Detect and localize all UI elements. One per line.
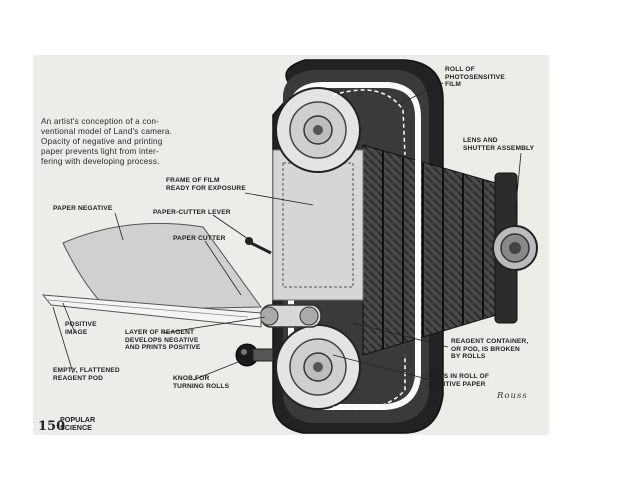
paper-cutter-lever [250,241,272,255]
label-layer-of-reagent: LAYER OF REAGENT DEVELOPS NEGATIVE AND P… [125,329,201,352]
page-number: 150 [38,419,66,434]
label-lens-shutter: LENS AND SHUTTER ASSEMBLY [463,137,535,152]
label-positive-image: POSITIVE IMAGE [65,321,97,336]
magazine-name: POPULAR SCIENCE [60,415,96,432]
positive-print-sheet [41,294,262,328]
camera-cutaway-illustration [41,59,538,434]
artist-signature: Rouss [497,391,528,401]
caption-text: An artist's conception of a con- vention… [41,117,173,166]
label-roll-of-film: ROLL OF PHOTOSENSITIVE FILM [445,66,505,89]
leader-lines [52,82,522,381]
label-frame-of-film: FRAME OF FILM READY FOR EXPOSURE [166,177,246,192]
label-paper-cutter-lever: PAPER-CUTTER LEVER [153,209,231,216]
paper-negative-sheet [62,222,262,311]
label-knob: KNOB FOR TURNING ROLLS [173,375,230,390]
film-frame [272,149,364,301]
label-reagent-container: REAGENT CONTAINER, OR POD, IS BROKEN BY … [451,338,529,361]
label-paper-cutter: PAPER CUTTER [173,235,226,242]
bellows-folds [382,151,484,349]
label-paper-negative: PAPER NEGATIVE [53,205,113,212]
label-empty-pod: EMPTY, FLATTENED REAGENT POD [53,367,120,382]
label-pods-in-roll: PODS IN ROLL OF POSITIVE PAPER [429,373,490,388]
magazine-page: An artist's conception of a con- vention… [33,55,549,435]
